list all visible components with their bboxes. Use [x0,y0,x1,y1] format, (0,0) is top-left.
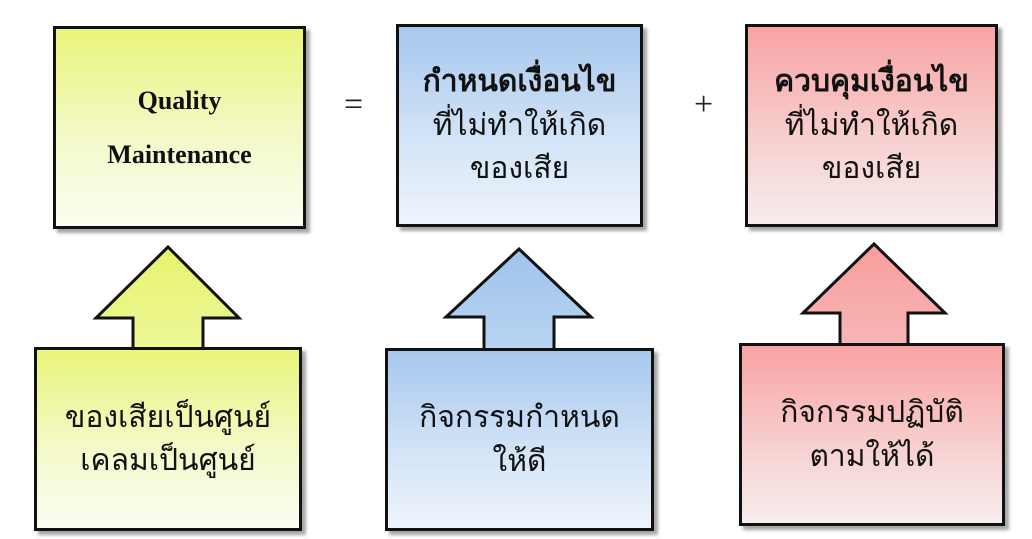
control-conditions-line-2: ที่ไม่ทำให้เกิด [784,107,959,143]
define-conditions-line-3: ของเสีย [469,151,570,187]
quality-maintenance-line-1: Quality [137,86,222,116]
practice-activity-box: กิจกรรมปฏิบัติ ตามให้ได้ [739,343,1005,526]
control-conditions-line-1: ควบคุมเงื่อนไข [774,64,969,100]
practice-activity-line-1: กิจกรรมปฏิบัติ [780,395,964,430]
blue-arrow-head [442,246,595,352]
define-activity-line-2: ให้ดี [492,443,547,479]
zero-defect-line-2: เคลมเป็นศูนย์ [80,443,256,478]
red-arrow-head [799,241,949,347]
define-conditions-box: กำหนดเงื่อนไข ที่ไม่ทำให้เกิด ของเสีย [396,24,643,227]
quality-maintenance-box: Quality Maintenance [53,26,306,229]
equals-sign: = [344,86,364,123]
yellow-arrow-head [92,244,243,351]
quality-maintenance-line-2: Maintenance [107,139,252,169]
define-conditions-line-1: กำหนดเงื่อนไข [422,64,617,100]
practice-activity-line-2: ตามให้ได้ [809,438,935,474]
zero-defect-box: ของเสียเป็นศูนย์ เคลมเป็นศูนย์ [34,347,302,531]
plus-sign: + [694,86,714,123]
define-conditions-line-2: ที่ไม่ทำให้เกิด [432,107,607,143]
define-activity-line-1: กิจกรรมกำหนด [419,400,620,435]
control-conditions-line-3: ของเสีย [821,151,922,187]
control-conditions-box: ควบคุมเงื่อนไข ที่ไม่ทำให้เกิด ของเสีย [745,24,998,227]
zero-defect-line-1: ของเสียเป็นศูนย์ [64,399,272,435]
define-activity-box: กิจกรรมกำหนด ให้ดี [385,348,654,531]
